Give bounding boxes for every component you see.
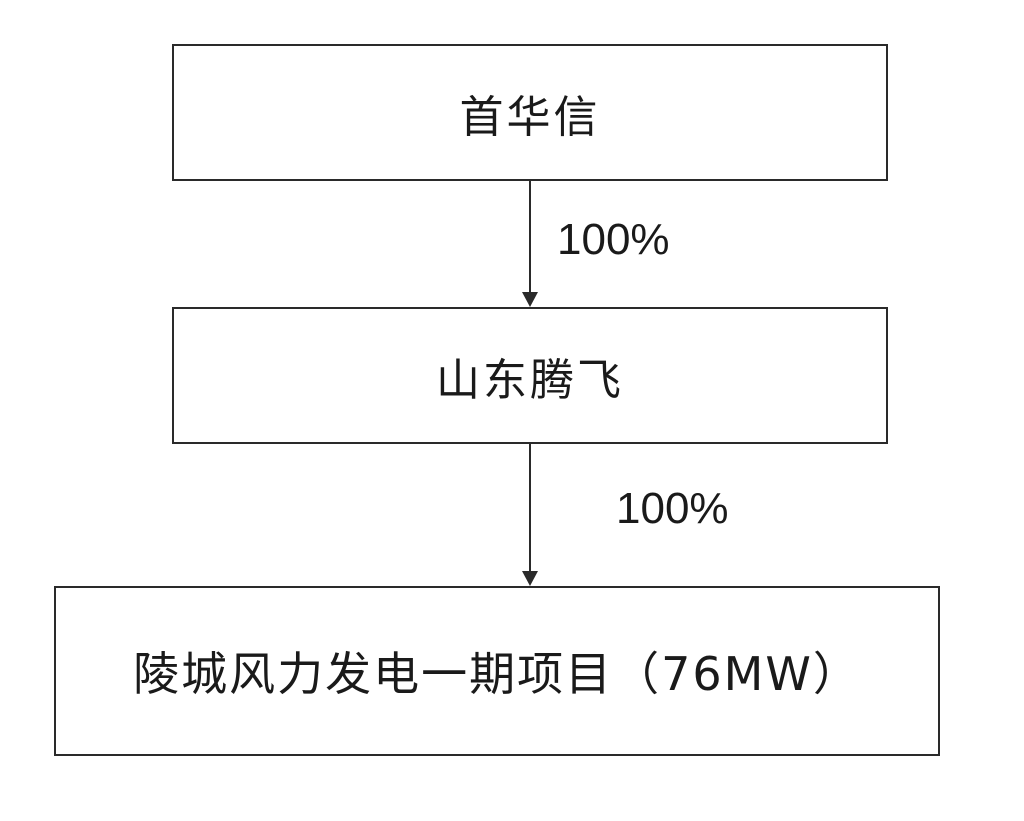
node-label: 山东腾飞: [436, 354, 624, 406]
node-shouhuaxin: 首华信: [172, 44, 888, 181]
arrow-middle-to-bottom: [522, 444, 538, 586]
edge-label-ownership: 100%: [557, 215, 670, 264]
arrow-top-to-middle: [522, 181, 538, 307]
arrow-head-icon: [522, 292, 538, 307]
node-label: 首华信: [459, 91, 601, 143]
arrow-head-icon: [522, 571, 538, 586]
node-shandong-tengfei: 山东腾飞: [172, 307, 888, 444]
edge-label-ownership: 100%: [616, 484, 729, 533]
node-label: 陵城风力发电一期项目（76MW）: [133, 647, 861, 701]
node-lingcheng-wind-project: 陵城风力发电一期项目（76MW）: [54, 586, 940, 756]
